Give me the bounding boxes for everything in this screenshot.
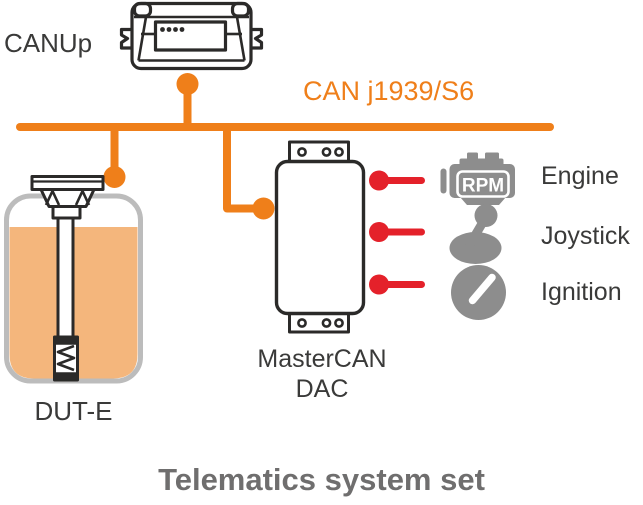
dute-label: DUT-E (34, 396, 113, 426)
sensor-head-notches (44, 189, 91, 206)
can-bus-label: CAN j1939/S6 (303, 76, 475, 106)
ignition-signal-connector (369, 274, 425, 295)
sensor-spring (56, 344, 76, 372)
canup-face-lines (134, 15, 249, 62)
sensor-flange (30, 175, 105, 191)
mastercan-mount-holes (297, 147, 344, 328)
rpm-badge-text: RPM (462, 176, 504, 197)
dute-sensor-icon (30, 175, 105, 382)
joystick-signal-connector (369, 222, 425, 242)
mastercan-device-icon (274, 140, 366, 334)
canup-label: CANUp (4, 28, 93, 58)
sensor-neck (51, 205, 82, 220)
dute-connector-dot (103, 166, 126, 188)
ignition-label: Ignition (541, 278, 622, 306)
rpm-badge-frame (456, 170, 510, 198)
sensor-probe-rod (56, 216, 75, 339)
canup-right-clip (250, 27, 264, 50)
engine-label: Engine (541, 162, 619, 190)
engine-rpm-icon: RPM (440, 152, 515, 205)
mastercan-label-line2: DAC (295, 374, 349, 403)
joystick-icon (449, 204, 502, 264)
can-bus-connector-dots (103, 73, 275, 220)
diagram-title: Telematics system set (158, 462, 485, 497)
signal-connectors (369, 170, 425, 295)
canup-display (153, 20, 228, 52)
mastercan-label-line1: MasterCAN (257, 345, 387, 373)
mastercan-label: MasterCAN DAC (238, 345, 406, 404)
mastercan-body (274, 159, 366, 316)
canup-device-icon (119, 1, 264, 71)
canup-left-clip (119, 27, 133, 50)
ignition-key-slot (468, 273, 496, 305)
canup-connector-dot (176, 73, 199, 95)
ignition-icon (451, 265, 506, 320)
mastercan-branch (223, 123, 262, 213)
can-bus-line (16, 84, 554, 213)
mastercan-connector-dot (252, 197, 275, 220)
canup-display-dots (160, 27, 185, 32)
engine-signal-connector (369, 170, 425, 191)
joystick-label: Joystick (541, 222, 630, 250)
